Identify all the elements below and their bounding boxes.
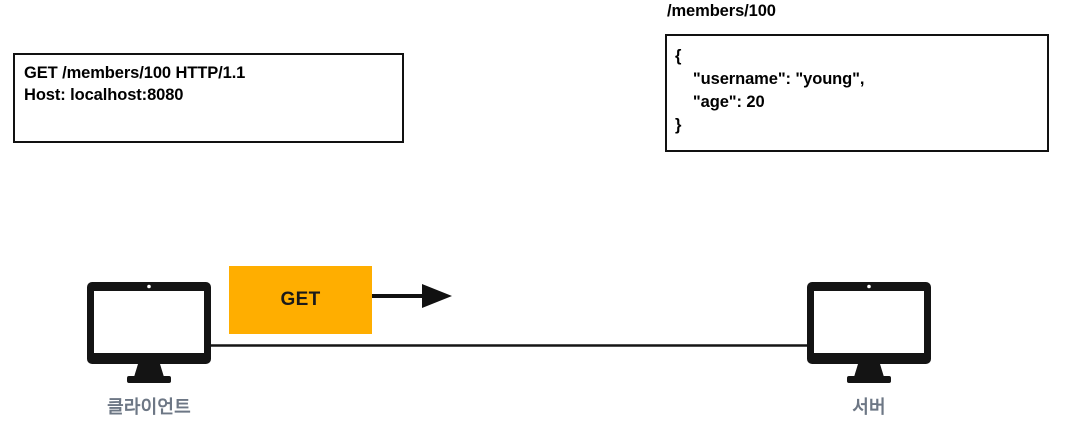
desktop-monitor-icon	[807, 282, 931, 383]
client-server-connection-line	[208, 344, 826, 347]
http-request-box: GET /members/100 HTTP/1.1 Host: localhos…	[13, 53, 404, 143]
client-node-label: 클라이언트	[107, 397, 191, 417]
client-node: 클라이언트	[84, 282, 214, 419]
http-request-text: GET /members/100 HTTP/1.1 Host: localhos…	[24, 64, 246, 104]
http-method-label: GET	[280, 289, 321, 310]
resource-path-label: /members/100	[667, 2, 776, 20]
http-method-chip: GET	[229, 266, 372, 334]
server-node: 서버	[804, 282, 934, 419]
http-response-json-text: { "username": "young", "age": 20 }	[675, 47, 865, 134]
http-response-box: { "username": "young", "age": 20 }	[665, 34, 1049, 152]
request-direction-arrow-icon	[372, 284, 452, 308]
server-node-label: 서버	[852, 397, 886, 417]
desktop-monitor-icon	[87, 282, 211, 383]
